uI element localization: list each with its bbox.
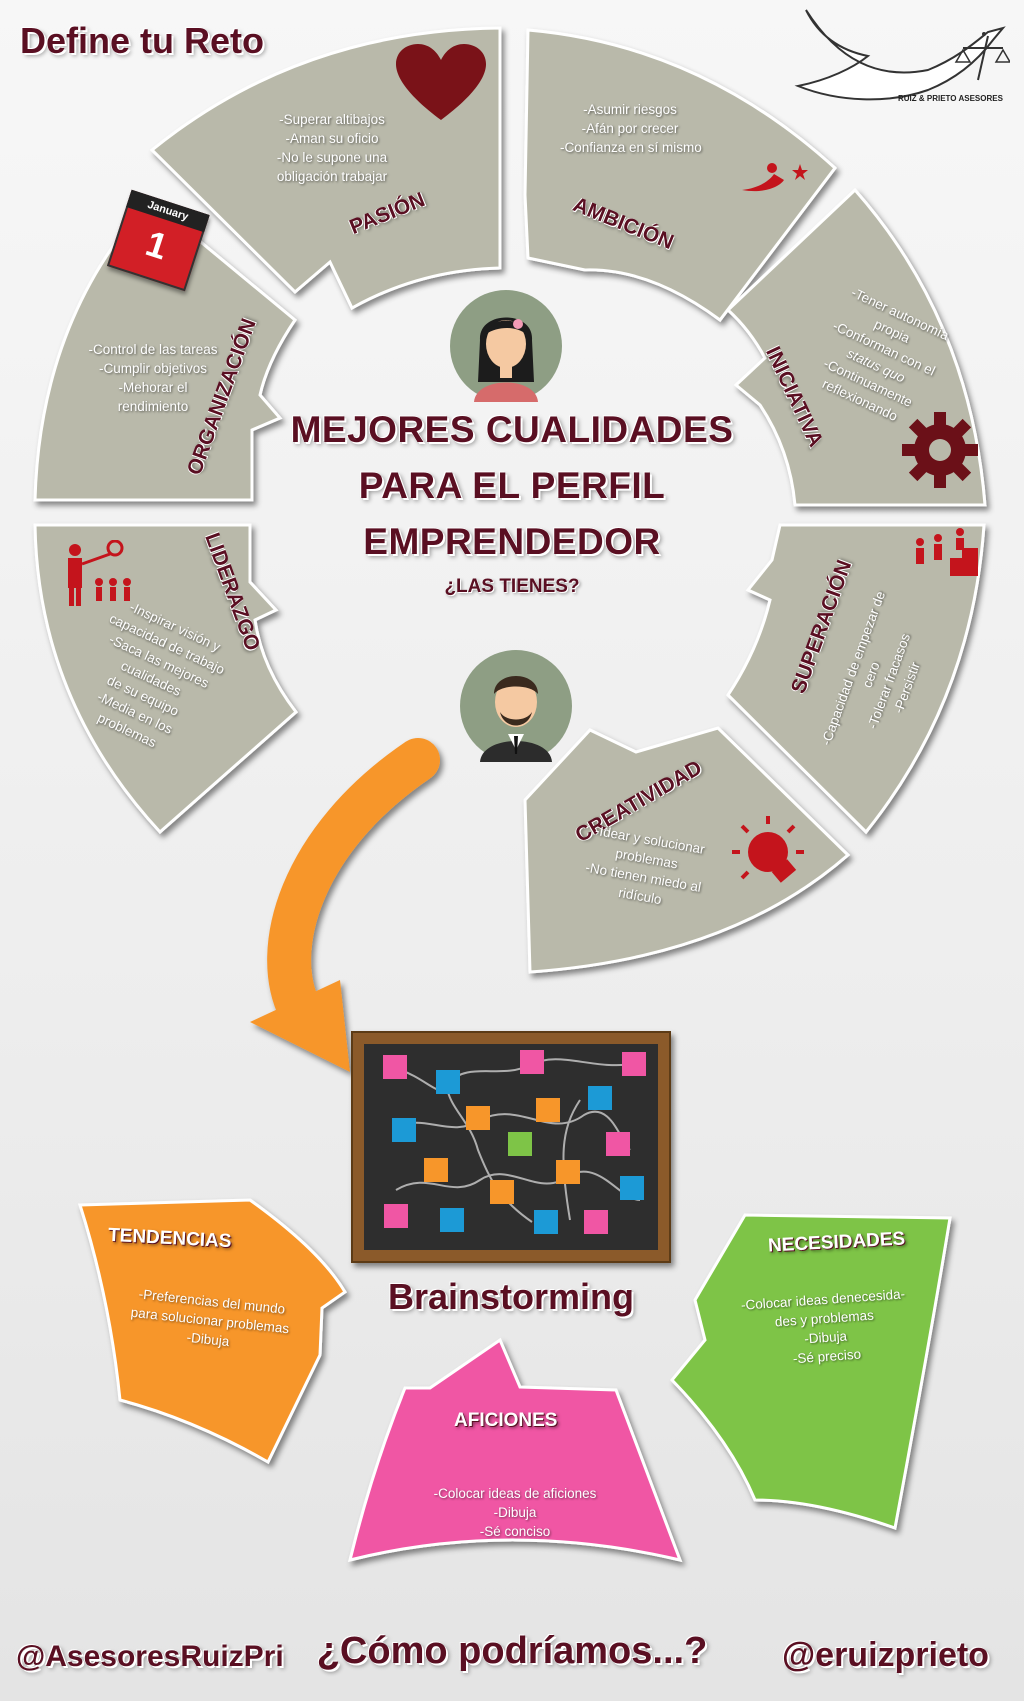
lightbulb-icon [728,812,808,897]
climbing-people-icon [910,528,980,583]
man-avatar [460,650,572,762]
segment-ambicion [523,28,838,323]
brainstorming-label: Brainstorming [387,1276,635,1317]
segment-pasion [149,26,502,311]
aficiones-text: -Colocar ideas de aficiones -Dibuja -Sé … [433,1486,597,1539]
leader-icon [55,539,145,615]
chalkboard [351,1031,671,1263]
pasion-text: -Superar altibajos -Aman su oficio -No l… [276,112,388,184]
ambicion-text: -Asumir riesgos -Afán por crecer -Confia… [560,102,702,155]
organizacion-text: -Control de las tareas -Cumplir objetivo… [88,342,218,414]
segment-liderazgo [33,523,299,835]
stork-icon [794,9,1012,101]
logo-text: RUIZ & PRIETO ASESORES [898,94,1003,103]
gear-icon [900,410,980,495]
logo: RUIZ & PRIETO ASESORES [778,0,1012,110]
footer-question: ¿Cómo podríamos...? [316,1630,708,1672]
jumping-person-icon [740,160,810,205]
segment-creatividad [523,726,851,974]
heart-icon [396,44,486,129]
shape-necesidades [669,1213,952,1530]
footer-handle-right[interactable]: @eruizprieto [782,1636,989,1674]
woman-avatar [450,290,562,402]
necesidades-text: -Colocar ideas denecesida- des y problem… [740,1286,906,1367]
footer-handle-left[interactable]: @AsesoresRuizPri [16,1640,284,1673]
segment-superacion [726,523,986,835]
page-title: Define tu Reto [20,20,265,61]
main-subtitle: ¿LAS TIENES? [444,576,580,597]
orange-arrow [250,738,440,1072]
main-title: MEJORES CUALIDADES PARA EL PERFIL EMPREN… [290,409,734,562]
shape-tendencias [77,1198,348,1465]
aficiones-title: AFICIONES [454,1410,558,1431]
shape-aficiones [347,1337,683,1563]
